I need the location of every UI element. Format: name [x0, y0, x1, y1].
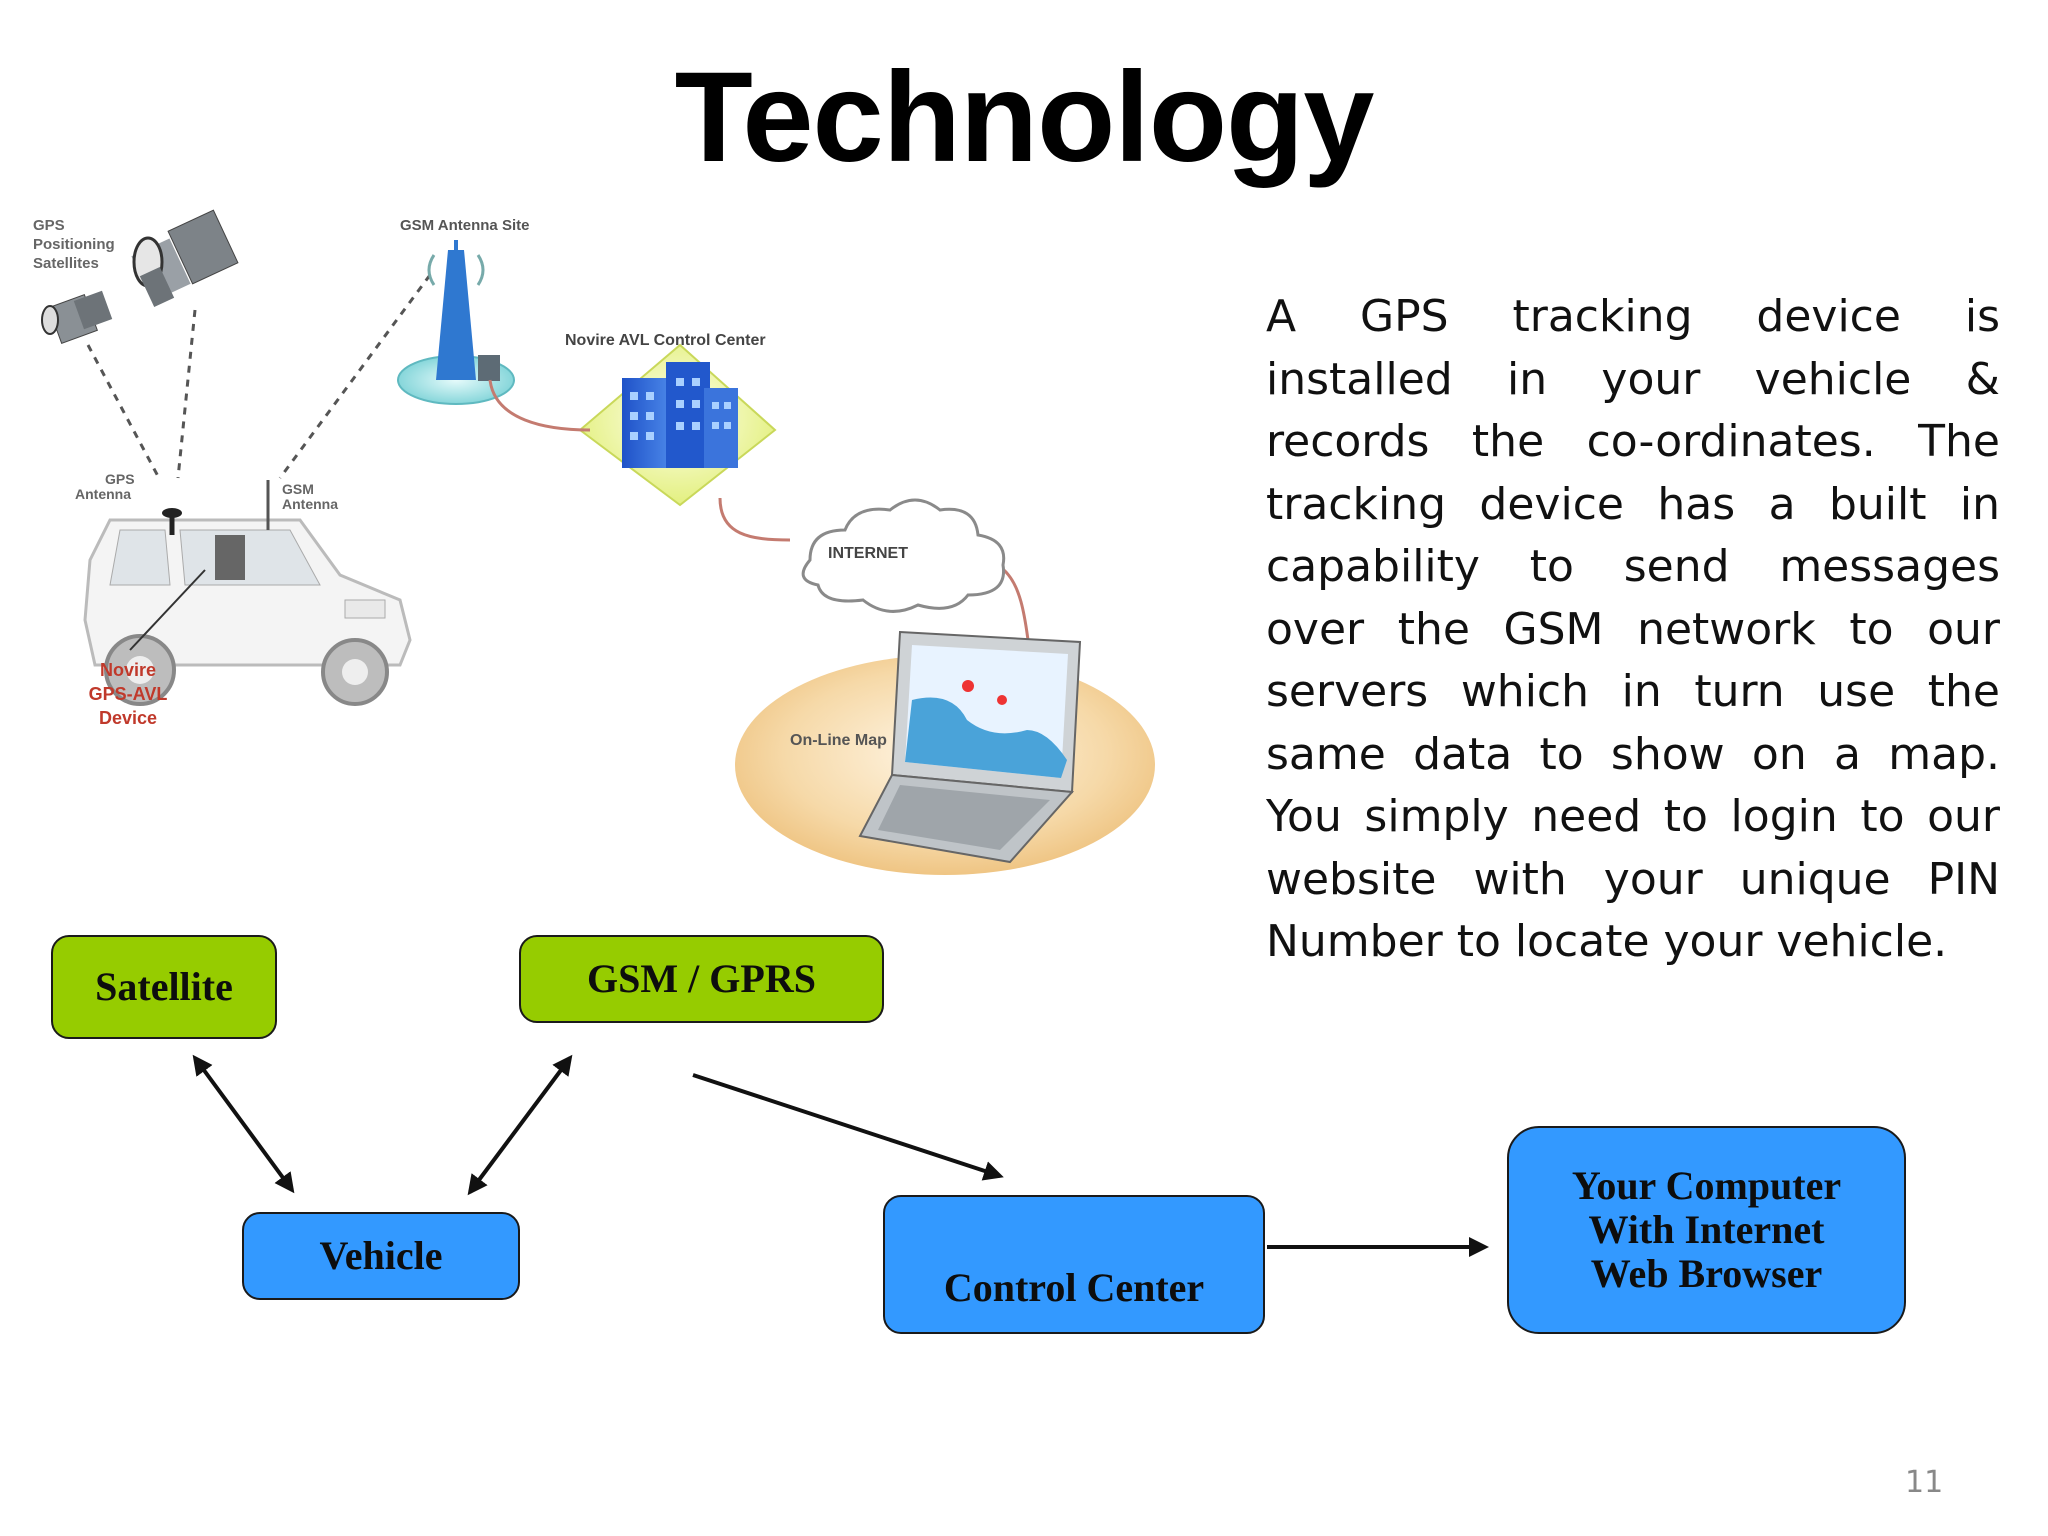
device-label-2: GPS-AVL — [89, 684, 168, 704]
laptop-icon — [858, 630, 1082, 864]
vehicle-car-icon — [83, 480, 412, 706]
gsm-antenna-site-label: GSM Antenna Site — [400, 217, 529, 234]
gps-satellites-label-2: Positioning — [33, 236, 115, 253]
gps-tracking-illustration: GPS Positioning Satellites GSM Antenna S… — [33, 209, 1155, 875]
computer-line-2: With Internet — [1588, 1207, 1825, 1252]
internet-cloud-icon — [801, 498, 1006, 613]
gsm-antenna-label-1: GSM — [282, 481, 314, 497]
satellite-vehicle-arrow — [192, 1054, 295, 1194]
satellite-large-icon — [131, 209, 239, 308]
computer-line-3: Web Browser — [1590, 1251, 1823, 1296]
page-number: 11 — [1905, 1465, 1944, 1500]
device-label-1: Novire — [100, 660, 156, 680]
device-label-3: Device — [99, 708, 157, 728]
gps-satellites-label-3: Satellites — [33, 255, 99, 272]
gsm-control-center-arrow — [692, 1073, 1004, 1181]
satellite-box: Satellite — [51, 935, 277, 1039]
gsm-tower-icon — [397, 240, 515, 405]
gsm-vehicle-arrow — [467, 1054, 573, 1196]
computer-line-1: Your Computer — [1571, 1163, 1842, 1208]
satellite-small-icon — [41, 290, 113, 344]
vehicle-box: Vehicle — [242, 1212, 520, 1300]
control-center-box: Control Center — [883, 1195, 1265, 1334]
control-center-building-icon — [578, 343, 777, 507]
description-paragraph: A GPS tracking device is installed in yo… — [1266, 291, 2000, 967]
online-map-label: On-Line Map — [790, 732, 887, 749]
gps-antenna-label-1: GPS — [105, 471, 135, 487]
computer-box: Your Computer With Internet Web Browser — [1507, 1126, 1906, 1334]
gsm-antenna-label-2: Antenna — [282, 496, 338, 512]
gps-antenna-label-2: Antenna — [75, 486, 131, 502]
gsm-gprs-box: GSM / GPRS — [519, 935, 884, 1023]
internet-label: INTERNET — [828, 545, 908, 562]
slide-title: Technology — [674, 46, 1375, 189]
control-center-label: Novire AVL Control Center — [565, 332, 766, 349]
gps-satellites-label-1: GPS — [33, 217, 65, 234]
